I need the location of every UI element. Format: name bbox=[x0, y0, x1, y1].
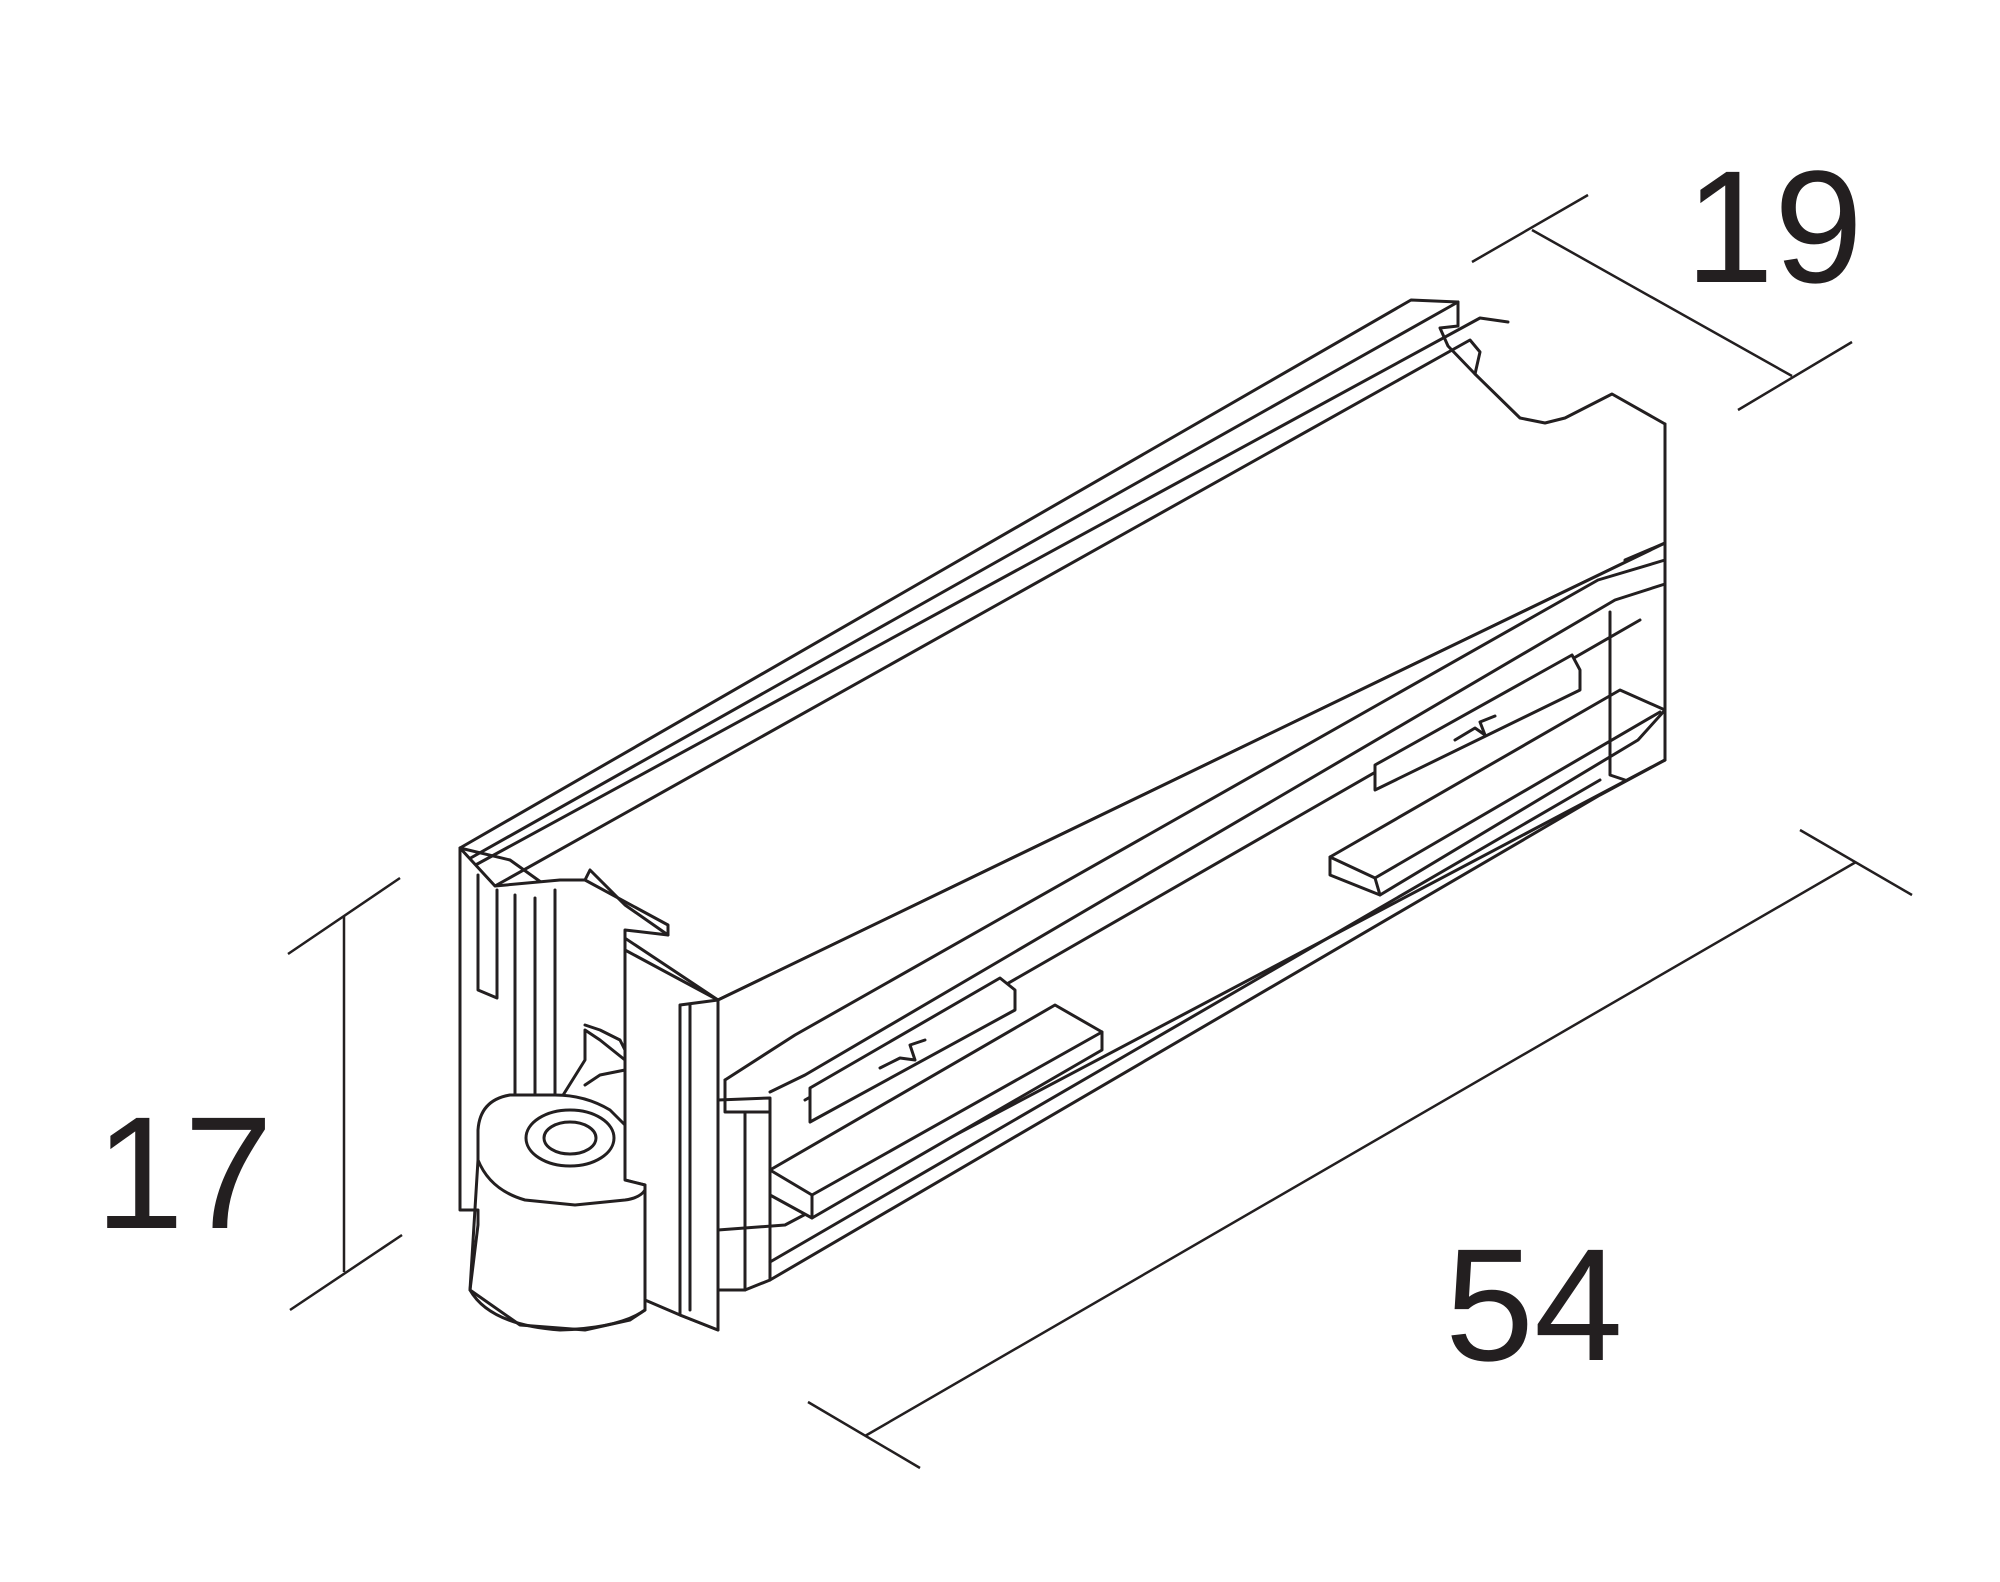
screw-boss-cylinder bbox=[468, 1158, 647, 1332]
left-corner-post bbox=[678, 998, 720, 1332]
left-end-rib-1 bbox=[476, 873, 499, 1000]
dimension-height: 17 bbox=[95, 876, 403, 1312]
contact-strip-right-edge bbox=[1373, 876, 1382, 897]
top-rail-inner bbox=[468, 316, 1510, 870]
contact-strip-right bbox=[1328, 688, 1667, 897]
dim-width-line bbox=[1531, 228, 1793, 378]
front-bottom-edge-2 bbox=[768, 778, 1602, 1264]
dim-length-label: 54 bbox=[1445, 1215, 1623, 1394]
dimension-width: 19 bbox=[1471, 137, 1863, 412]
dim-height-label: 17 bbox=[95, 1083, 273, 1262]
front-ledge-upper bbox=[723, 558, 1667, 1082]
front-bottom-edge bbox=[768, 758, 1667, 1282]
contact-slot-left-notch bbox=[878, 1038, 927, 1070]
dimension-length: 54 bbox=[807, 828, 1913, 1470]
dim-width-label: 19 bbox=[1685, 137, 1863, 316]
connector-body bbox=[458, 298, 1667, 1332]
contact-slot-right-notch bbox=[1453, 714, 1497, 742]
top-face bbox=[458, 298, 1667, 1002]
dim-width-tick-left bbox=[1471, 193, 1589, 264]
dim-width-tick-right bbox=[1737, 340, 1853, 412]
dim-length-line bbox=[864, 860, 1857, 1438]
dim-length-tick-left bbox=[807, 1400, 921, 1470]
front-ledge-lower bbox=[768, 582, 1667, 1094]
contact-slot-right bbox=[1373, 653, 1582, 792]
left-end-slot bbox=[583, 1023, 627, 1052]
left-end-slot-2 bbox=[583, 1068, 627, 1087]
left-corner-post-joint-2 bbox=[723, 1078, 772, 1114]
right-post bbox=[1608, 610, 1627, 782]
left-corner-post-joint bbox=[716, 1096, 772, 1292]
dim-height-tick-bottom bbox=[289, 1233, 403, 1312]
top-rail-step bbox=[493, 338, 1482, 888]
screw-hole-inner bbox=[542, 1120, 598, 1156]
left-end-rib-5 bbox=[583, 868, 670, 937]
